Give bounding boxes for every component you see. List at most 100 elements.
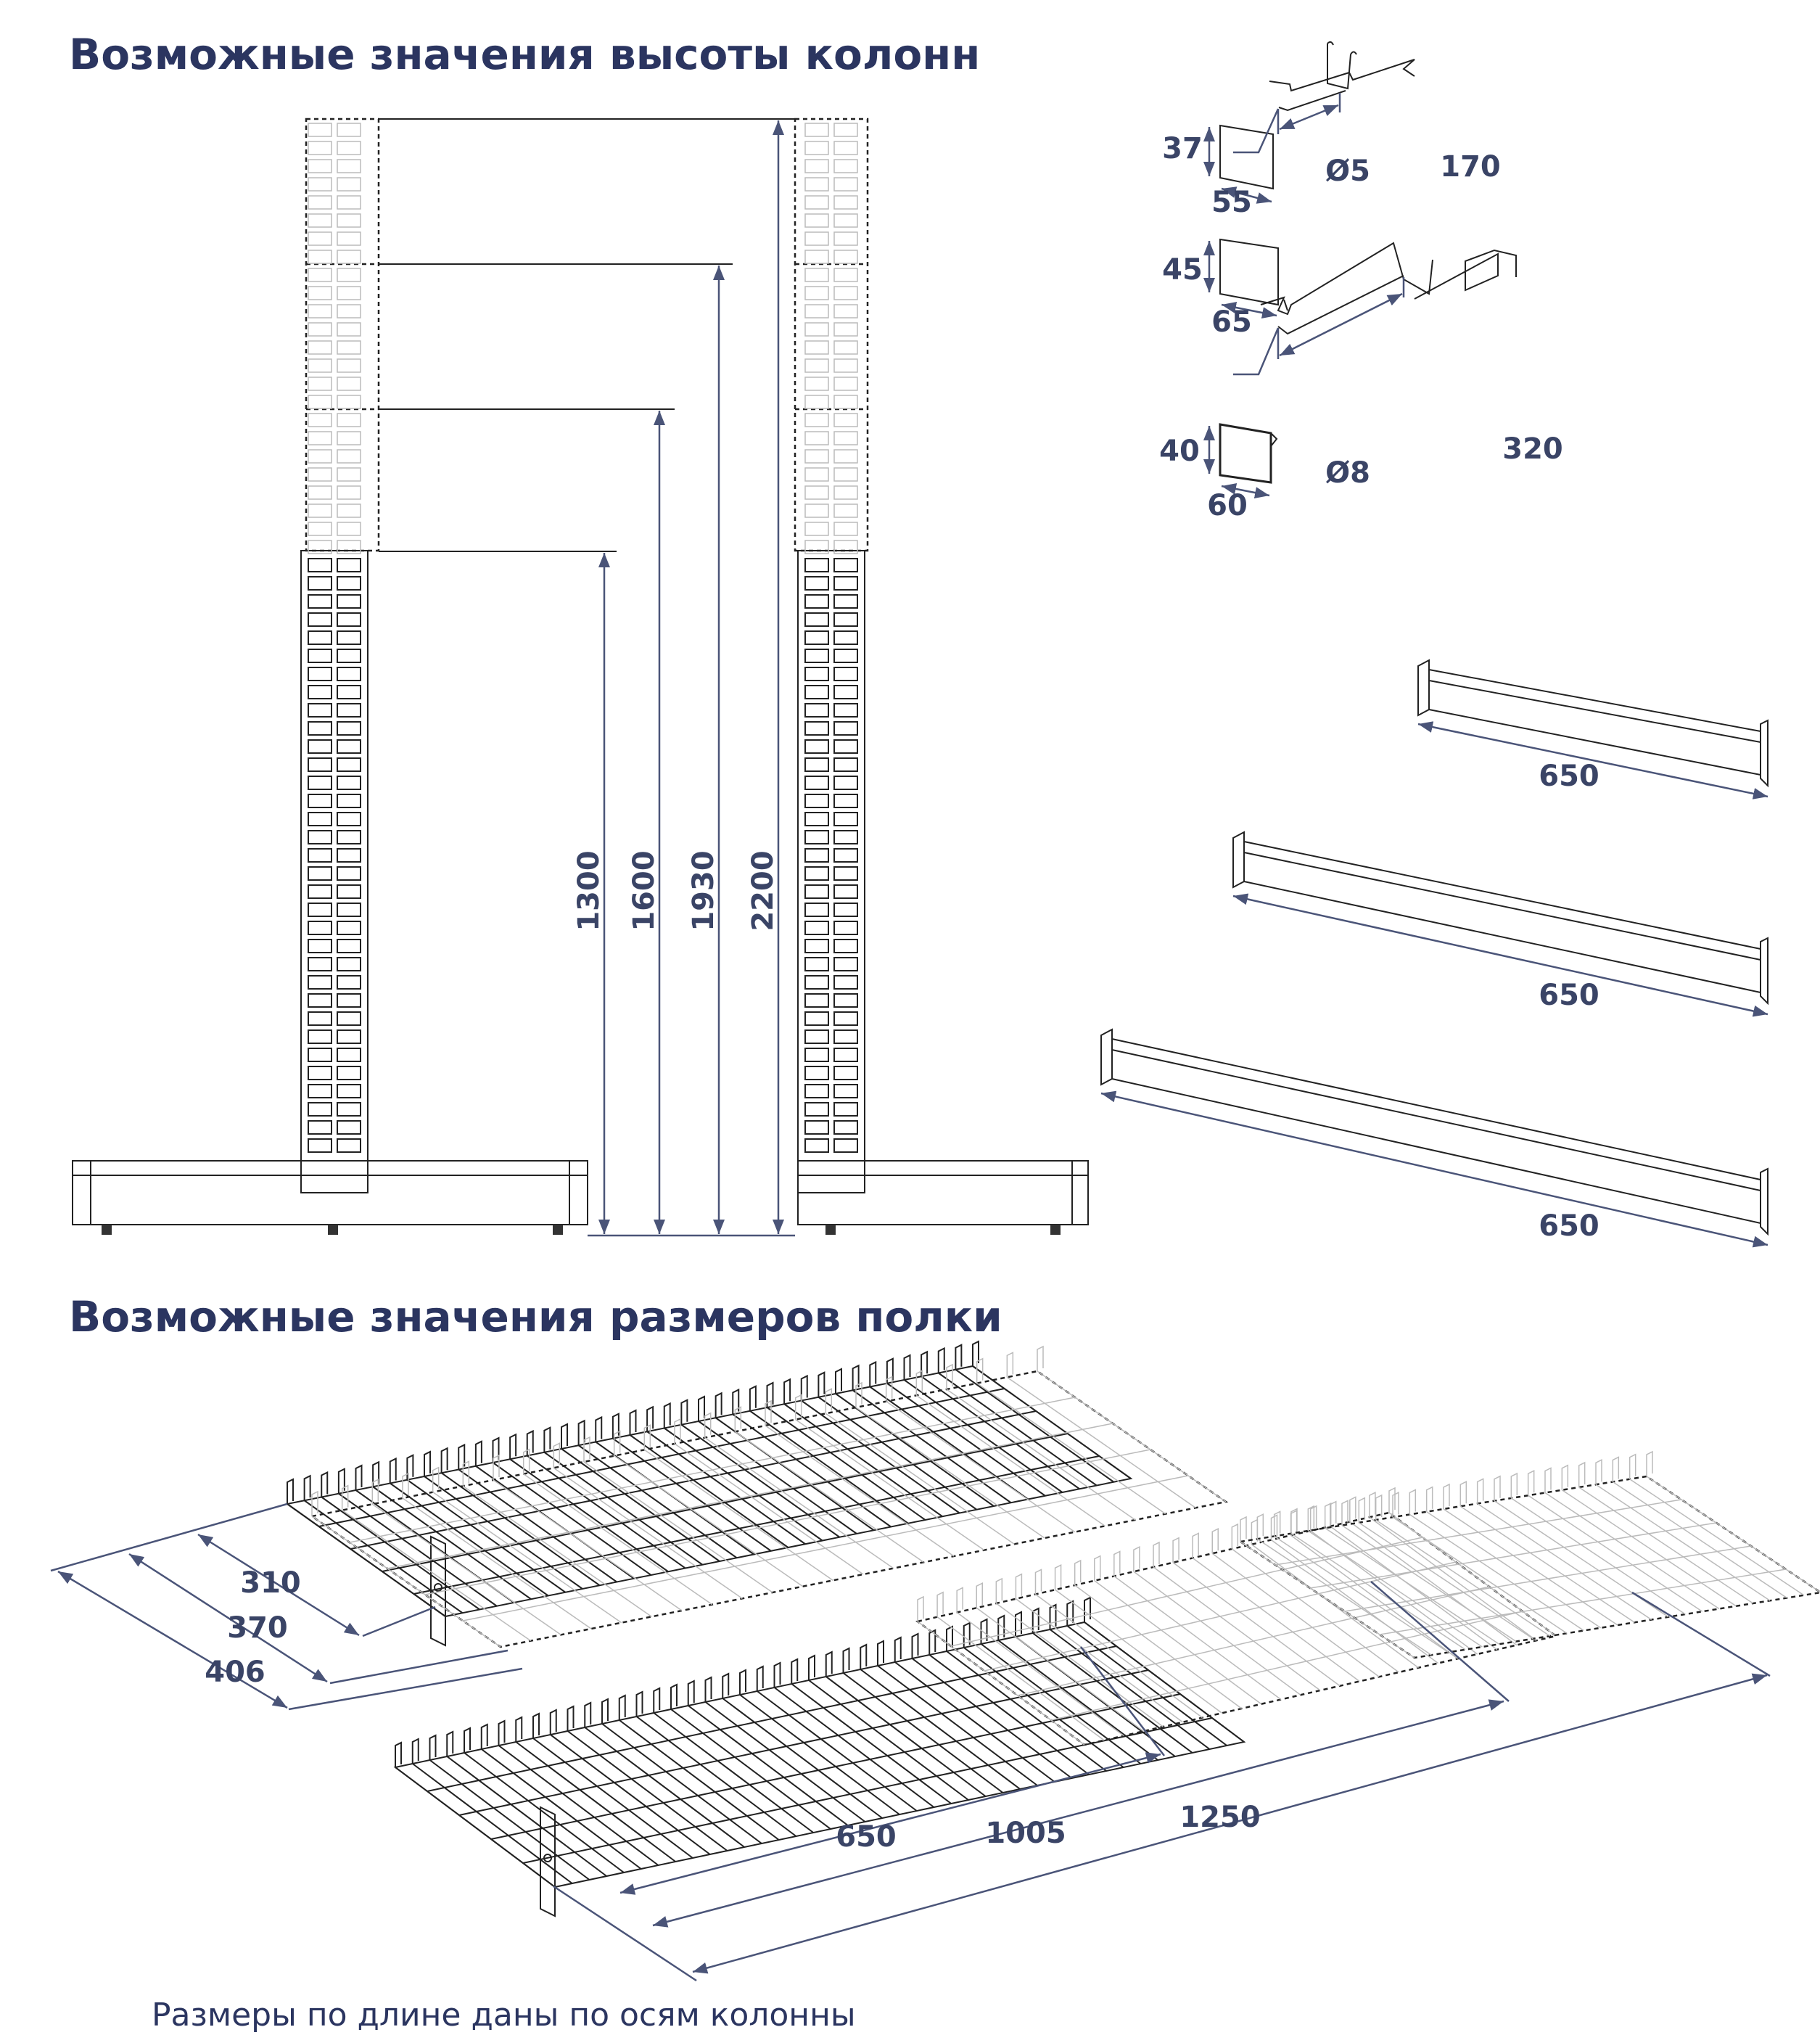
column-slot bbox=[337, 649, 361, 663]
shelf-wire bbox=[1271, 1539, 1438, 1664]
column-slot bbox=[833, 141, 858, 155]
shelf-wire bbox=[1629, 1479, 1805, 1596]
shelf-wire bbox=[321, 1496, 480, 1611]
column-slot bbox=[804, 1102, 829, 1117]
column-slot bbox=[833, 522, 858, 536]
shelf-wire bbox=[1037, 1370, 1227, 1503]
shelf-length-1005-ghost bbox=[915, 1487, 1558, 1746]
column-slot bbox=[308, 776, 332, 790]
foot bbox=[102, 1225, 112, 1235]
column-slot bbox=[308, 123, 332, 137]
column-slot bbox=[833, 268, 858, 282]
column-slot bbox=[337, 630, 361, 645]
shelf-wire bbox=[1349, 1521, 1518, 1646]
column-slot bbox=[308, 377, 332, 391]
column-slot bbox=[833, 1102, 858, 1117]
hook-length: 170 bbox=[1440, 150, 1501, 184]
column-slot bbox=[337, 703, 361, 718]
column-slot bbox=[308, 830, 332, 844]
column-slot bbox=[308, 993, 332, 1008]
column-slot bbox=[804, 503, 829, 518]
column-slot bbox=[308, 612, 332, 627]
column-slot bbox=[337, 921, 361, 935]
column-slot bbox=[833, 1011, 858, 1026]
column-slot bbox=[833, 812, 858, 826]
column-slot bbox=[337, 522, 361, 536]
shelf-wire bbox=[390, 1482, 549, 1597]
column-slot bbox=[308, 1102, 332, 1117]
shelf-wire bbox=[894, 1661, 1055, 1783]
column-slot bbox=[337, 1120, 361, 1135]
column-slot bbox=[308, 195, 332, 210]
length-label-1005: 1005 bbox=[985, 1817, 1066, 1850]
column-slot bbox=[308, 794, 332, 808]
shelf-depth-dimensions: 310 370 406 bbox=[50, 1503, 523, 1711]
shelf-wire bbox=[493, 1479, 683, 1611]
column-slot bbox=[308, 358, 332, 373]
shelf-wire bbox=[446, 1756, 607, 1877]
column-slot bbox=[337, 721, 361, 736]
column-slot bbox=[308, 141, 332, 155]
column-slot bbox=[308, 1120, 332, 1135]
column-slot bbox=[337, 884, 361, 899]
column-slot bbox=[308, 957, 332, 971]
shelf-wire bbox=[739, 1694, 900, 1815]
height-label-1300: 1300 bbox=[572, 850, 606, 931]
column-slot bbox=[337, 540, 361, 554]
column-slot bbox=[804, 884, 829, 899]
column-slot bbox=[804, 739, 829, 754]
depth-label-310: 310 bbox=[240, 1566, 301, 1600]
column-slot bbox=[804, 250, 829, 264]
column-slot bbox=[804, 1029, 829, 1044]
shelf-wire bbox=[612, 1437, 772, 1552]
shelf-wire bbox=[980, 1643, 1142, 1764]
column-slot bbox=[308, 159, 332, 173]
shelf-wire bbox=[287, 1503, 446, 1617]
shelf-wire bbox=[825, 1676, 987, 1797]
column-slot bbox=[833, 903, 858, 917]
shelf-wire bbox=[1341, 1524, 1517, 1643]
shelf-length-650 bbox=[393, 1596, 1246, 1917]
shelf-wire bbox=[1153, 1566, 1321, 1691]
height-dimensions: 1300 1600 1930 2200 bbox=[379, 118, 795, 1237]
column-slot bbox=[833, 449, 858, 464]
column-slot bbox=[804, 195, 829, 210]
shelf-wire bbox=[722, 1698, 883, 1819]
foot bbox=[1050, 1225, 1061, 1235]
foot bbox=[553, 1225, 563, 1235]
shelf-wire bbox=[1307, 1530, 1483, 1648]
shelf-wire bbox=[532, 1738, 693, 1859]
column-slot bbox=[308, 268, 332, 282]
column-slot bbox=[337, 1102, 361, 1117]
column-slot bbox=[804, 431, 829, 445]
column-slot bbox=[337, 739, 361, 754]
shelf-wire bbox=[614, 1455, 804, 1587]
shelf-wire bbox=[757, 1690, 918, 1812]
shelf-wire bbox=[855, 1407, 1045, 1539]
column-slot bbox=[833, 993, 858, 1008]
shelf-wire bbox=[492, 1462, 652, 1576]
column-slot bbox=[308, 649, 332, 663]
shelf-wire bbox=[842, 1672, 1004, 1793]
column-slot bbox=[804, 1120, 829, 1135]
shelf-wire bbox=[1094, 1580, 1262, 1705]
column-slot bbox=[308, 1138, 332, 1153]
column-slot bbox=[337, 449, 361, 464]
column-slot bbox=[833, 975, 858, 990]
holder-height: 37 bbox=[1162, 132, 1203, 165]
column-slot bbox=[337, 1029, 361, 1044]
column-slot bbox=[337, 286, 361, 300]
shelf-length-1250-ghost bbox=[1238, 1450, 1820, 1659]
column-slot bbox=[308, 812, 332, 826]
shelf-wire bbox=[567, 1730, 728, 1851]
column-slot bbox=[804, 848, 829, 863]
column-base bbox=[797, 1160, 1089, 1225]
column-slot bbox=[804, 1138, 829, 1153]
hook-diameter: Ø8 bbox=[1325, 456, 1370, 490]
column-slot bbox=[337, 503, 361, 518]
column-slot bbox=[804, 231, 829, 246]
shelf-wire bbox=[424, 1476, 583, 1590]
shelf-wire bbox=[938, 1372, 1098, 1487]
column-slot bbox=[308, 630, 332, 645]
column-slot bbox=[833, 594, 858, 609]
